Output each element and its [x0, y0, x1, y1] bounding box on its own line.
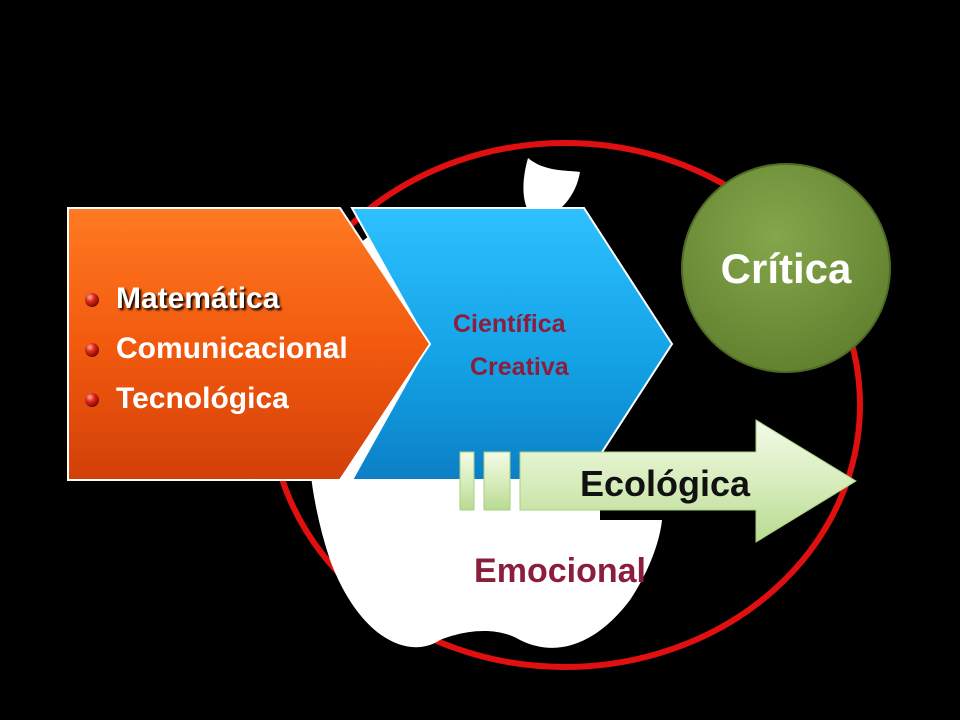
- critica-circle: [681, 163, 891, 373]
- orange-chevron-panel: [67, 207, 432, 481]
- bullet-icon: [85, 393, 99, 407]
- ecologica-label: Ecológica: [580, 463, 751, 504]
- emocional-label: Emocional: [474, 552, 646, 590]
- list-item: Comunicacional: [116, 332, 348, 365]
- list-item: Matemática: [116, 282, 280, 315]
- list-item: Tecnológica: [116, 382, 289, 415]
- label-creativa: Creativa: [470, 353, 570, 381]
- bullet-icon: [85, 293, 99, 307]
- critica-label: Crítica: [721, 245, 852, 292]
- ecologica-arrow: [459, 419, 857, 543]
- bullet-icon: [85, 343, 99, 357]
- label-cientifica: Científica: [453, 310, 567, 338]
